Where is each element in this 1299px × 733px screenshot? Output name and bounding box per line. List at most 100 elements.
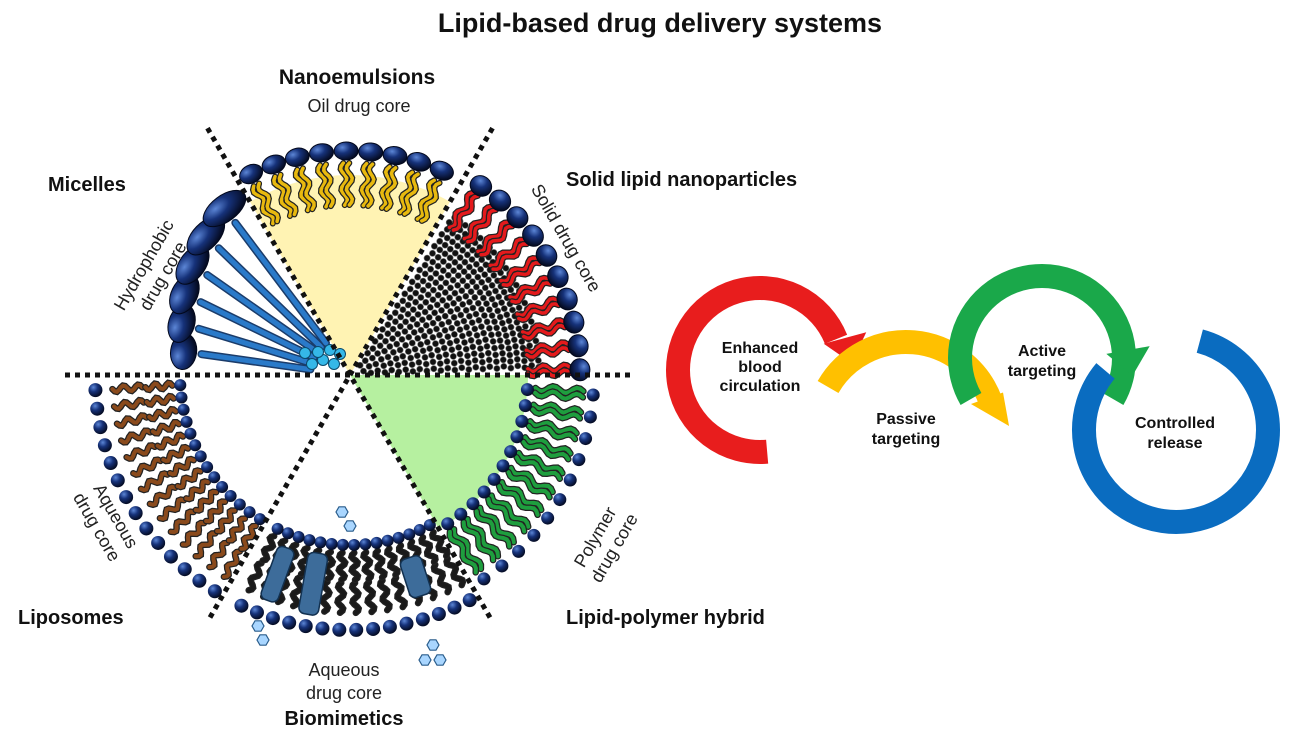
glycan-hexagon [343,520,357,532]
solid-particle [464,352,471,360]
solid-particle [491,301,499,309]
cycle-ring-active-targeting [948,264,1136,405]
biomimetic-inner-tail [336,550,348,582]
solid-particle [461,339,468,346]
solid-particle [449,276,457,284]
delivery-cycle [666,264,1280,534]
liposome-outer-tail [157,497,186,521]
solid-particle [419,347,427,355]
liposome-inner-tail [143,380,175,392]
solid-particle [498,319,506,327]
solid-particle [404,310,412,318]
solid-particle [506,358,514,365]
polymer-lipid-tail [509,466,555,494]
solid-particle [461,221,469,229]
core-label-liposomes: Aqueous drug core [69,480,142,565]
polymer-lipid-head [496,459,510,473]
biomimetic-outer-head [282,615,297,630]
solid-particle [485,289,493,297]
solid-particle [502,332,510,340]
core-label-nanoemulsions: Oil drug core [307,96,410,116]
solid-lipid-tail [520,318,566,336]
solid-particle [386,359,394,367]
solid-particle [521,299,529,307]
solid-particle [492,287,499,295]
solid-lipid-tail [447,190,475,230]
liposome-outer-tail [124,443,157,461]
polymer-lipid-end [527,528,541,542]
solid-particle [402,318,409,326]
solid-particle [401,290,409,298]
solid-particle [382,337,389,345]
solid-particle [458,364,466,372]
solid-particle [444,333,452,341]
cycle-step-2-line2: targeting [872,431,940,448]
solid-particle [437,284,444,291]
liposome-outer-tail [131,457,163,477]
solid-particle [432,270,440,277]
solid-lipid-tail [488,237,526,268]
solid-particle [417,294,425,301]
solid-particle [446,254,454,262]
nanoemulsion-tail [277,172,298,217]
solid-lipid-tail [491,242,529,271]
biomimetic-outer-tail [364,580,377,614]
polymer-lipid-head [510,430,524,444]
solid-particle [429,319,437,327]
solid-particle [448,324,456,332]
solid-particle [411,345,419,353]
solid-particle [409,367,417,375]
glycan-hexagon [433,654,447,666]
solid-particle [451,366,459,374]
solid-particle [488,312,496,319]
lipid-head [569,358,591,382]
micelle-drug-particle [306,358,318,370]
solid-particle [414,282,422,290]
solid-particle [438,320,446,328]
solid-particle [477,323,485,331]
solid-particle [368,354,376,362]
solid-particle [477,265,484,273]
solid-particle [413,320,421,328]
solid-particle [505,345,513,352]
polymer-lipid-tail [506,470,552,500]
liposome-outer-tail [112,398,146,411]
solid-particle [513,349,520,357]
solid-particle [396,322,404,330]
nanoemulsion-tail [379,165,392,210]
solid-particle [450,267,457,275]
solid-particle [421,308,429,316]
liposome-inner-head [216,480,229,493]
biomimetic-outer-head [249,605,264,620]
solid-particle [446,339,454,347]
solid-particle [432,340,439,348]
liposome-outer-head [207,584,222,599]
liposome-outer-tail [119,428,153,445]
polymer-lipid-end [563,473,577,487]
solid-particle [493,365,501,372]
solid-particle [437,367,445,374]
solid-particle [513,355,521,363]
biomimetic-inner-head [381,534,394,547]
liposome-outer-head [177,562,192,577]
solid-particle [495,330,502,338]
solid-particle [464,359,472,367]
liposome-inner-tail [215,508,237,534]
solid-particle [445,262,452,270]
solid-particle [429,286,437,294]
solid-particle [446,294,453,302]
liposome-outer-head [139,521,154,536]
lipid-head [429,160,454,181]
biomimetic-inner-head [413,524,426,537]
biomimetic-outer-tail [335,580,347,615]
solid-particle [478,305,485,313]
cycle-arrow-yellow [970,392,1010,426]
solid-particle [450,359,458,367]
solid-particle [472,260,480,268]
solid-particle [413,352,421,360]
solid-particle [412,289,420,297]
solid-particle [392,355,400,362]
biomimetic-inner-head [292,531,305,544]
solid-particle [430,365,438,373]
solid-particle [398,335,406,343]
